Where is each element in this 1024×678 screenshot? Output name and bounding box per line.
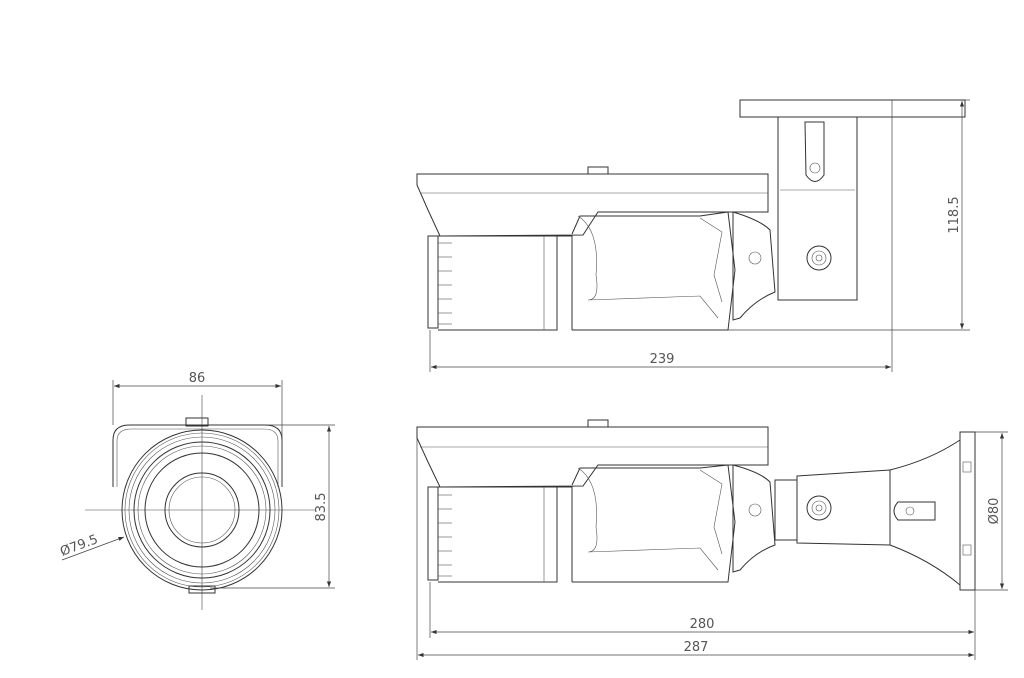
front-height-dimension: 83.5	[314, 493, 329, 522]
front-diameter-dimension: Ø79.5	[58, 532, 100, 559]
top-length-dimension: 239	[650, 352, 675, 367]
bottom-total-length-dimension: 287	[684, 640, 709, 655]
front-view: 86 83.5 Ø79.5	[58, 371, 335, 610]
front-width-dimension: 86	[189, 371, 206, 386]
side-view-ceiling-mount: 239 118.5	[416, 99, 970, 372]
bottom-inner-length-dimension: 280	[690, 617, 715, 632]
top-height-dimension: 118.5	[947, 196, 962, 233]
base-diameter-dimension: Ø80	[987, 498, 1002, 525]
side-view-wall-mount: 280 287 Ø80	[416, 419, 1008, 660]
